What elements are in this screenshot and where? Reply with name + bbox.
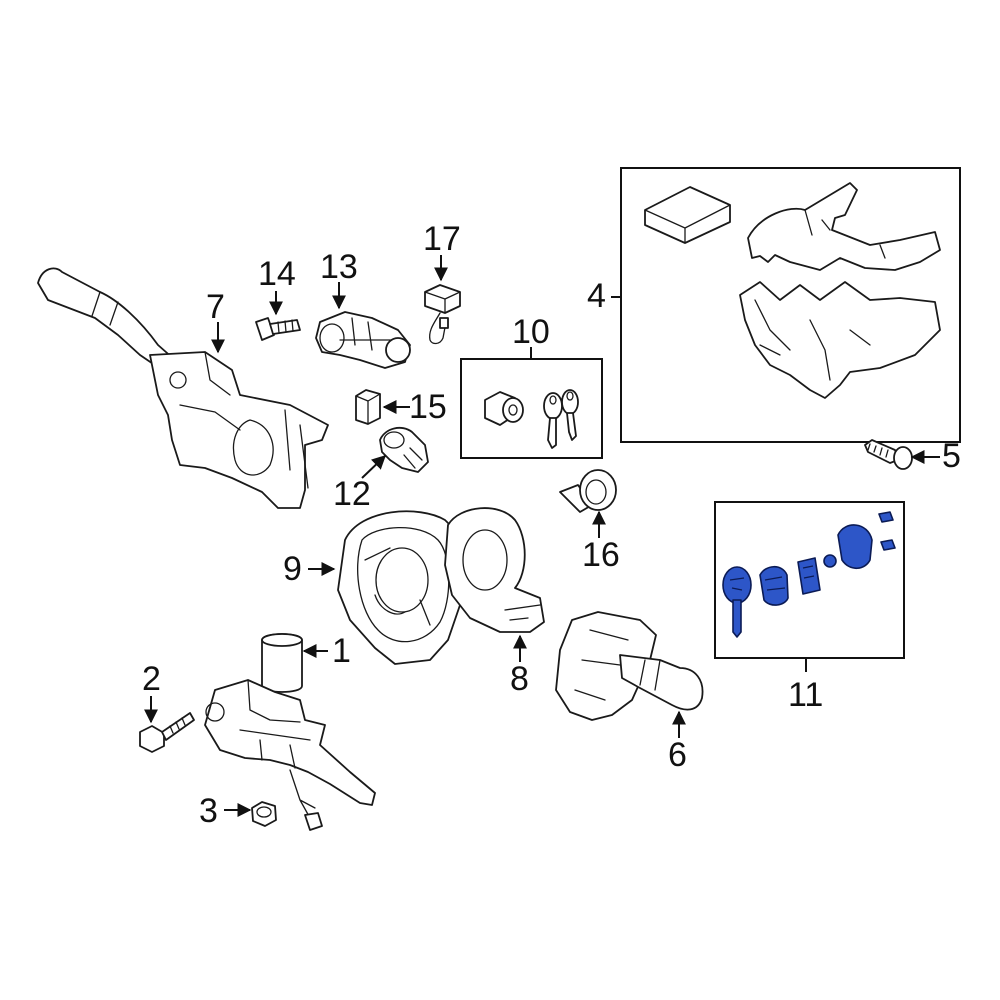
callout-5: 5 bbox=[942, 437, 961, 475]
part-13-lock-housing[interactable] bbox=[315, 311, 411, 369]
remote-shell-front bbox=[837, 524, 873, 570]
callout-2: 2 bbox=[142, 660, 161, 698]
part-9-clock-spring[interactable] bbox=[337, 510, 466, 665]
remote-board bbox=[797, 557, 821, 595]
part-4-column-cover-group[interactable] bbox=[620, 167, 961, 443]
remote-battery bbox=[823, 554, 837, 568]
part-6-headlamp-switch[interactable] bbox=[555, 611, 704, 721]
part-8-steering-sensor[interactable] bbox=[444, 507, 545, 633]
callout-11: 11 bbox=[788, 676, 823, 714]
part-3-nut[interactable] bbox=[251, 801, 277, 827]
remote-button-top bbox=[878, 511, 894, 523]
callout-1: 1 bbox=[332, 632, 351, 670]
callout-9: 9 bbox=[283, 550, 302, 588]
part-15-connector[interactable] bbox=[355, 389, 381, 425]
callout-12: 12 bbox=[333, 475, 371, 513]
callout-15: 15 bbox=[409, 388, 447, 426]
callout-4: 4 bbox=[587, 277, 606, 315]
part-17-sensor[interactable] bbox=[424, 284, 461, 345]
column-cover-pad bbox=[644, 186, 731, 244]
key-head bbox=[722, 566, 752, 604]
callout-3: 3 bbox=[199, 792, 218, 830]
key-blade bbox=[732, 599, 742, 638]
part-14-bolt[interactable] bbox=[255, 317, 301, 341]
callout-16: 16 bbox=[582, 536, 620, 574]
callout-6: 6 bbox=[668, 736, 687, 774]
part-12-switch[interactable] bbox=[379, 426, 429, 473]
lower-column-cover bbox=[739, 281, 941, 399]
callout-8: 8 bbox=[510, 660, 529, 698]
part-11-group-box bbox=[714, 501, 905, 659]
part-16-bracket[interactable] bbox=[559, 469, 617, 513]
part-1-steering-column[interactable] bbox=[204, 633, 376, 831]
upper-column-cover bbox=[747, 182, 941, 271]
remote-shell-back bbox=[759, 565, 789, 606]
callout-14: 14 bbox=[258, 255, 296, 293]
callout-13: 13 bbox=[320, 248, 358, 286]
part-4-group-box bbox=[620, 167, 961, 443]
part-7-combination-switch[interactable] bbox=[37, 267, 329, 509]
part-10-lock-cylinder-with-keys[interactable] bbox=[460, 358, 603, 459]
callout-7: 7 bbox=[206, 288, 225, 326]
callout-10: 10 bbox=[512, 313, 550, 351]
part-5-screw[interactable] bbox=[864, 439, 913, 470]
remote-button-bottom bbox=[880, 539, 896, 551]
leader-12 bbox=[361, 455, 387, 479]
part-10-group-box bbox=[460, 358, 603, 459]
part-11-key-remote-set[interactable] bbox=[714, 501, 905, 659]
callout-17: 17 bbox=[423, 220, 461, 258]
part-2-bolt[interactable] bbox=[139, 712, 195, 753]
